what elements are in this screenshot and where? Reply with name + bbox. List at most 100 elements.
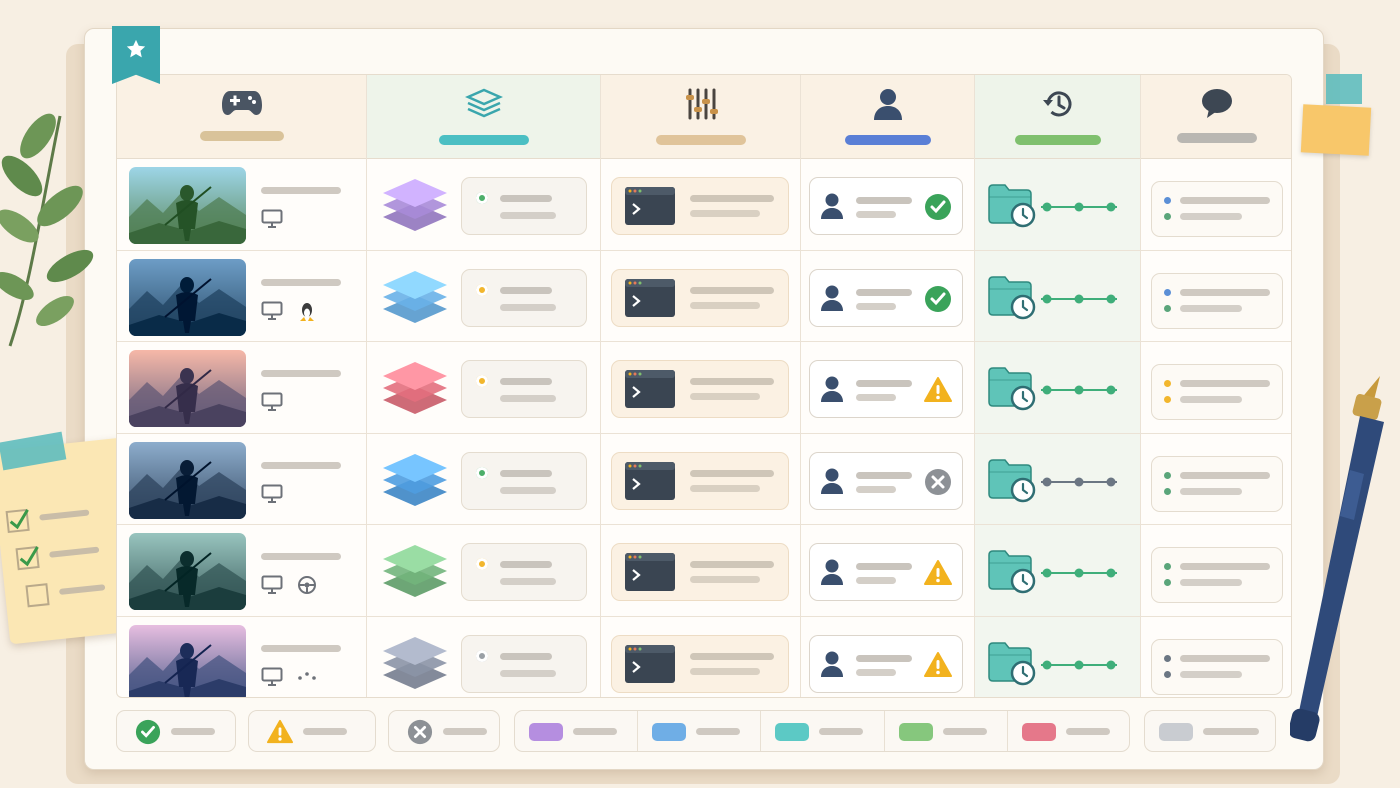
text-placeholder bbox=[856, 655, 912, 662]
legend-color-item[interactable] bbox=[885, 711, 1008, 751]
text-placeholder bbox=[443, 728, 487, 735]
legend-neutral-item[interactable] bbox=[1144, 710, 1276, 752]
user-icon bbox=[873, 89, 902, 120]
history-folder[interactable] bbox=[987, 181, 1037, 233]
text-placeholder bbox=[690, 195, 774, 202]
color-swatch bbox=[1021, 723, 1056, 741]
column-header-users[interactable] bbox=[801, 75, 974, 159]
history-folder[interactable] bbox=[987, 364, 1037, 416]
user-status-card[interactable] bbox=[809, 543, 963, 602]
warning-triangle-icon bbox=[267, 719, 293, 744]
note-card[interactable] bbox=[1151, 547, 1283, 604]
user-status-card[interactable] bbox=[809, 177, 963, 235]
game-thumbnail[interactable] bbox=[129, 441, 246, 519]
history-folder[interactable] bbox=[987, 456, 1037, 508]
legend-status-item[interactable] bbox=[248, 710, 376, 752]
history-timeline bbox=[1039, 291, 1119, 310]
text-placeholder bbox=[856, 288, 912, 296]
game-thumbnail[interactable] bbox=[129, 167, 246, 244]
table-row[interactable] bbox=[117, 159, 1291, 251]
legend-color-item[interactable] bbox=[638, 711, 762, 751]
column-header-layers[interactable] bbox=[367, 75, 600, 159]
check-circle-icon bbox=[925, 285, 951, 312]
note-bullet bbox=[1164, 655, 1171, 662]
note-card[interactable] bbox=[1151, 639, 1283, 695]
header-label-bar bbox=[199, 131, 284, 141]
table-row[interactable] bbox=[117, 434, 1291, 526]
game-thumbnail[interactable] bbox=[129, 350, 246, 428]
layer-info-card[interactable] bbox=[461, 451, 587, 510]
terminal-icon bbox=[625, 553, 675, 592]
note-card[interactable] bbox=[1151, 455, 1283, 512]
layer-info-card[interactable] bbox=[461, 543, 587, 602]
column-header-notes[interactable] bbox=[1141, 75, 1291, 159]
legend-status-item[interactable] bbox=[116, 710, 236, 752]
text-placeholder bbox=[690, 393, 760, 401]
text-placeholder bbox=[261, 645, 341, 652]
column-users bbox=[801, 75, 975, 697]
table-row[interactable] bbox=[117, 525, 1291, 617]
note-card[interactable] bbox=[1151, 272, 1283, 329]
user-status-slot bbox=[924, 193, 952, 225]
text-placeholder bbox=[500, 561, 552, 569]
config-terminal-card[interactable] bbox=[611, 177, 789, 235]
color-swatch bbox=[529, 723, 563, 741]
note-card[interactable] bbox=[1151, 181, 1283, 237]
text-placeholder bbox=[942, 728, 987, 735]
monitor-icon bbox=[261, 301, 283, 320]
text-placeholder bbox=[261, 278, 341, 286]
game-thumbnail[interactable] bbox=[129, 258, 246, 336]
history-timeline bbox=[1039, 657, 1119, 676]
user-status-card[interactable] bbox=[809, 268, 963, 327]
layer-info-card[interactable] bbox=[461, 360, 587, 419]
legend-color-item[interactable] bbox=[515, 711, 639, 751]
column-header-history[interactable] bbox=[975, 75, 1140, 159]
config-terminal-card[interactable] bbox=[611, 360, 789, 419]
platform-slot bbox=[297, 667, 317, 686]
history-folder[interactable] bbox=[987, 273, 1037, 325]
game-thumbnail[interactable] bbox=[129, 625, 246, 697]
layer-info-card[interactable] bbox=[461, 177, 587, 235]
game-thumbnail[interactable] bbox=[129, 533, 246, 611]
header-label-bar bbox=[1014, 135, 1101, 145]
user-status-card[interactable] bbox=[809, 451, 963, 510]
user-status-slot bbox=[924, 559, 952, 591]
user-status-card[interactable] bbox=[809, 360, 963, 419]
text-placeholder bbox=[856, 669, 896, 676]
header-label-bar bbox=[844, 135, 931, 145]
config-terminal-card[interactable] bbox=[611, 268, 789, 327]
legend-color-item[interactable] bbox=[761, 711, 885, 751]
user-status-slot bbox=[924, 651, 952, 683]
platform-slot bbox=[261, 209, 283, 233]
note-card[interactable] bbox=[1151, 364, 1283, 421]
table-row[interactable] bbox=[117, 617, 1291, 697]
version-timeline bbox=[1041, 477, 1117, 487]
text-placeholder bbox=[690, 576, 760, 584]
history-folder[interactable] bbox=[987, 547, 1037, 599]
status-dot bbox=[476, 650, 488, 662]
column-header-games[interactable] bbox=[117, 75, 366, 159]
text-placeholder bbox=[690, 561, 774, 569]
config-terminal-card[interactable] bbox=[611, 635, 789, 693]
column-layers bbox=[367, 75, 601, 697]
star-icon bbox=[126, 39, 146, 58]
dots-icon bbox=[298, 672, 316, 680]
layer-info-card[interactable] bbox=[461, 635, 587, 693]
table-row[interactable] bbox=[117, 342, 1291, 434]
avatar bbox=[820, 192, 844, 224]
legend-color-item[interactable] bbox=[1008, 711, 1131, 751]
config-terminal-card[interactable] bbox=[611, 451, 789, 510]
text-placeholder bbox=[1180, 213, 1242, 220]
column-header-config[interactable] bbox=[601, 75, 800, 159]
layer-info-card[interactable] bbox=[461, 268, 587, 327]
table-row[interactable] bbox=[117, 251, 1291, 343]
config-terminal-card[interactable] bbox=[611, 543, 789, 602]
user-status-card[interactable] bbox=[809, 635, 963, 693]
text-placeholder bbox=[856, 197, 912, 204]
text-placeholder bbox=[1180, 471, 1270, 479]
warning-triangle-icon bbox=[924, 652, 952, 677]
avatar bbox=[820, 284, 844, 316]
favorite-bookmark[interactable] bbox=[112, 26, 160, 84]
history-folder[interactable] bbox=[987, 639, 1037, 691]
legend-status-item[interactable] bbox=[388, 710, 500, 752]
